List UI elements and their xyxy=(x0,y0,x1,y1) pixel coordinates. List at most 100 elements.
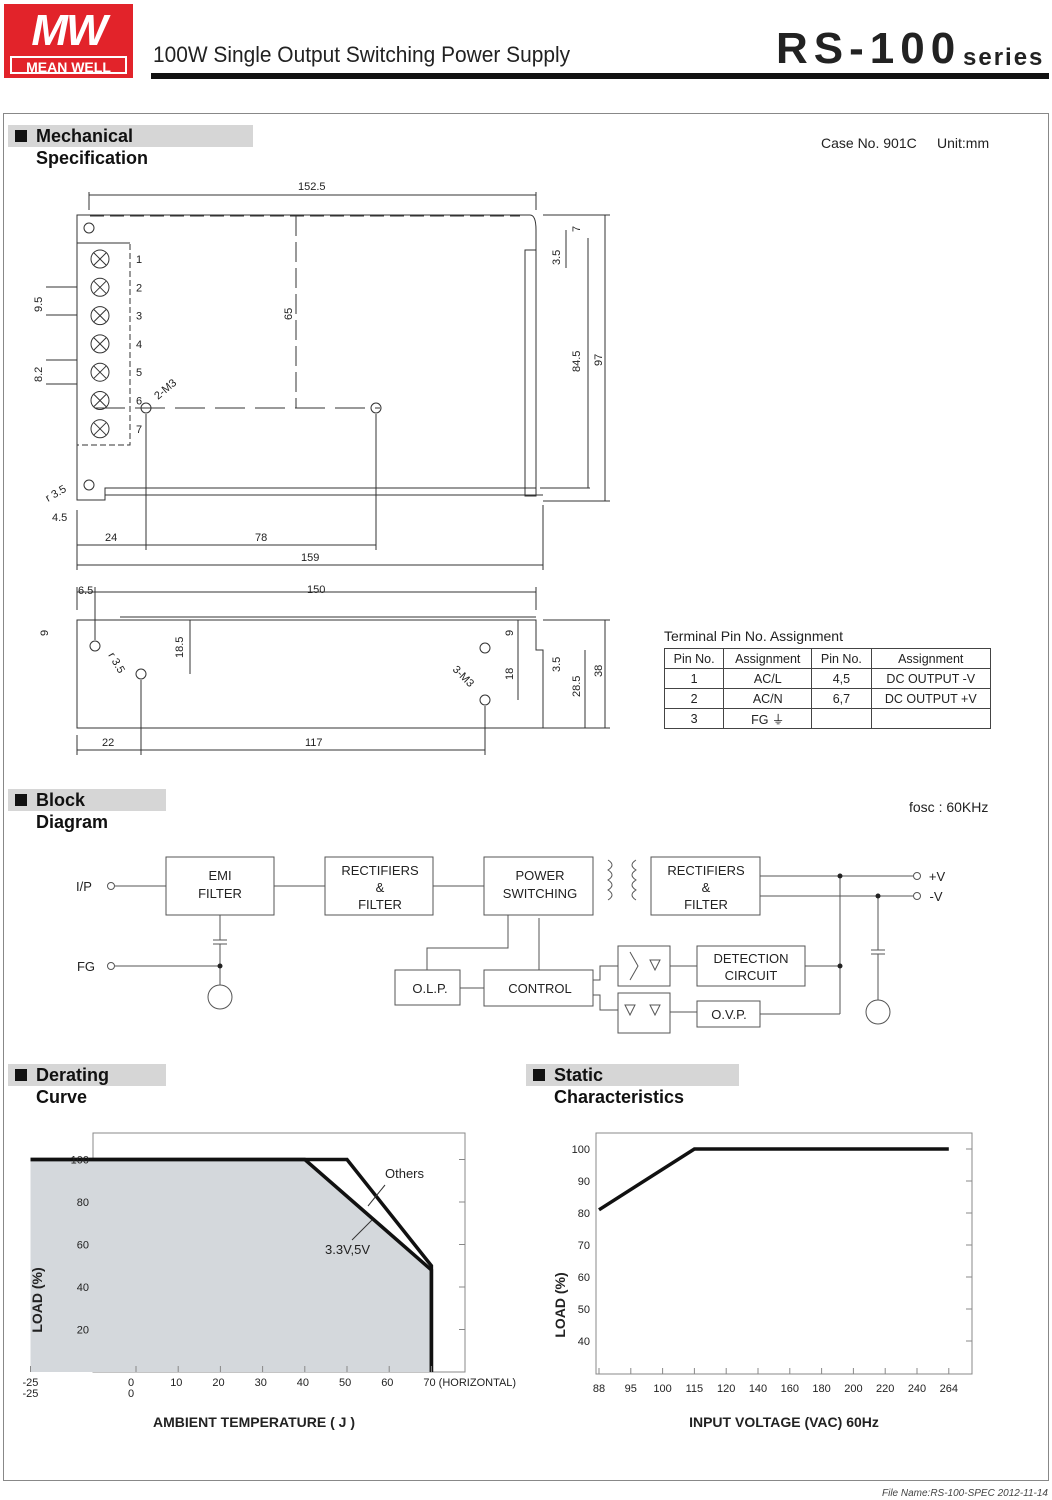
dim-label: 6.5 xyxy=(78,585,93,597)
x-tick-label: 40 xyxy=(297,1377,309,1389)
dim-label: 3-M3 xyxy=(450,664,476,690)
dim-label: 152.5 xyxy=(298,181,326,193)
cell: 6,7 xyxy=(811,688,872,709)
control-label: CONTROL xyxy=(508,981,572,996)
series-label: series xyxy=(963,44,1045,71)
terminal-cross-icon xyxy=(93,280,107,294)
dim-label: 28.5 xyxy=(571,676,583,697)
ip-label: I/P xyxy=(76,879,92,894)
dim-label: 117 xyxy=(305,737,323,749)
dim-label: 65 xyxy=(283,308,295,320)
terminal-screw-icon xyxy=(90,334,110,354)
x-tick-label: 140 xyxy=(749,1383,767,1395)
header-cell: Pin No. xyxy=(811,648,872,669)
dim-label: 8.2 xyxy=(33,367,45,382)
cell: 4,5 xyxy=(811,668,872,689)
case-number: Case No. 901C xyxy=(821,135,917,151)
pin-table-title: Terminal Pin No. Assignment xyxy=(664,628,843,644)
x-tick-label: 180 xyxy=(812,1383,830,1395)
dim-label: 24 xyxy=(105,532,117,544)
dim-label: 3.5 xyxy=(551,657,563,672)
terminal-number: 4 xyxy=(136,339,142,351)
series-line-1 xyxy=(30,1157,434,1372)
y-tick-label: 60 xyxy=(77,1240,89,1252)
footer-file-name: File Name:RS-100-SPEC 2012-11-14 xyxy=(881,1488,1048,1499)
dim-label: 3.5 xyxy=(551,250,563,265)
header-cell: Pin No. xyxy=(663,648,725,669)
dim-label: 150 xyxy=(307,584,325,596)
x-tick-label: 20 xyxy=(212,1377,224,1389)
dim-label: r 3.5 xyxy=(105,651,126,676)
output-rectifiers-label: RECTIFIERS xyxy=(667,863,745,878)
x-tick-label: 100 xyxy=(653,1383,671,1395)
y-tick-label: 40 xyxy=(578,1336,590,1348)
x-tick-label: 60 xyxy=(381,1377,393,1389)
dim-label: 4.5 xyxy=(52,512,67,524)
x-tick-label: 220 xyxy=(876,1383,894,1395)
section-block-diagram: Block Diagram xyxy=(8,789,166,832)
emi-filter-label: EMI xyxy=(208,868,231,883)
dim-label: 7 xyxy=(571,226,583,232)
y-tick-label: 80 xyxy=(77,1197,89,1209)
terminal-cross-icon xyxy=(93,252,107,266)
header-cell: Assignment xyxy=(723,648,813,669)
dim-label: 78 xyxy=(255,532,267,544)
cell: DC OUTPUT +V xyxy=(870,688,992,709)
y-tick-label: 80 xyxy=(578,1208,590,1220)
cell: 3 xyxy=(663,708,725,729)
unit-label: Unit:mm xyxy=(937,135,990,151)
others-pointer xyxy=(367,1184,386,1207)
ovp-label: O.V.P. xyxy=(711,1007,746,1022)
dim-label: 22 xyxy=(102,737,114,749)
terminal-number: 3 xyxy=(136,311,142,323)
x-tick-label: -25 xyxy=(23,1377,39,1389)
mean-well-logo: MW MEAN WELL xyxy=(4,4,133,78)
dim-label: 97 xyxy=(593,354,605,366)
power-switching-label: POWER xyxy=(515,868,564,883)
dim-label: 18 xyxy=(504,668,516,680)
y-tick-label: 20 xyxy=(77,1325,89,1337)
output-rectifiers-label: & xyxy=(702,880,711,895)
terminal-number: 7 xyxy=(136,424,142,436)
emi-filter-label: FILTER xyxy=(198,886,242,901)
vminus-label: -V xyxy=(930,889,943,904)
vplus-label: +V xyxy=(929,869,946,884)
x-tick-label: -25 xyxy=(23,1388,39,1400)
terminal-number: 2 xyxy=(136,282,142,294)
x-tick-label: 70 (HORIZONTAL) xyxy=(423,1377,516,1389)
dim-label: 84.5 xyxy=(571,351,583,372)
fosc-label: fosc : 60KHz xyxy=(909,799,989,815)
x-tick-label: 160 xyxy=(781,1383,799,1395)
dim-label: 2-M3 xyxy=(152,377,179,402)
terminal-number: 5 xyxy=(136,367,142,379)
logo-name: MEAN WELL xyxy=(10,56,127,75)
y-tick-label: 100 xyxy=(572,1144,590,1156)
dim-label: 38 xyxy=(593,665,605,677)
y-tick-label: 40 xyxy=(77,1282,89,1294)
terminal-cross-icon xyxy=(93,394,107,407)
cell: 2 xyxy=(663,688,725,709)
detection-circuit-label: CIRCUIT xyxy=(725,968,778,983)
product-subtitle: 100W Single Output Switching Power Suppl… xyxy=(153,42,571,67)
fg-label: FG xyxy=(77,959,95,974)
x-axis-title: AMBIENT TEMPERATURE ( J ) xyxy=(153,1414,355,1430)
dim-label: 9 xyxy=(39,630,51,636)
cell: AC/L xyxy=(723,668,813,689)
y-tick-label: 90 xyxy=(578,1176,590,1188)
section-mechanical: Mechanical Specification xyxy=(8,125,253,168)
terminal-number: 1 xyxy=(136,254,142,266)
cell: FG ⏚ xyxy=(723,708,813,729)
y-axis-title: LOAD (%) xyxy=(29,1267,45,1332)
load-line xyxy=(598,1147,949,1212)
dim-label: r 3.5 xyxy=(44,483,69,504)
terminal-cross-icon xyxy=(93,365,107,379)
x-tick-label: 88 xyxy=(593,1383,605,1395)
x-tick-label: 0 xyxy=(128,1377,134,1389)
output-rectifiers-label: FILTER xyxy=(684,897,728,912)
